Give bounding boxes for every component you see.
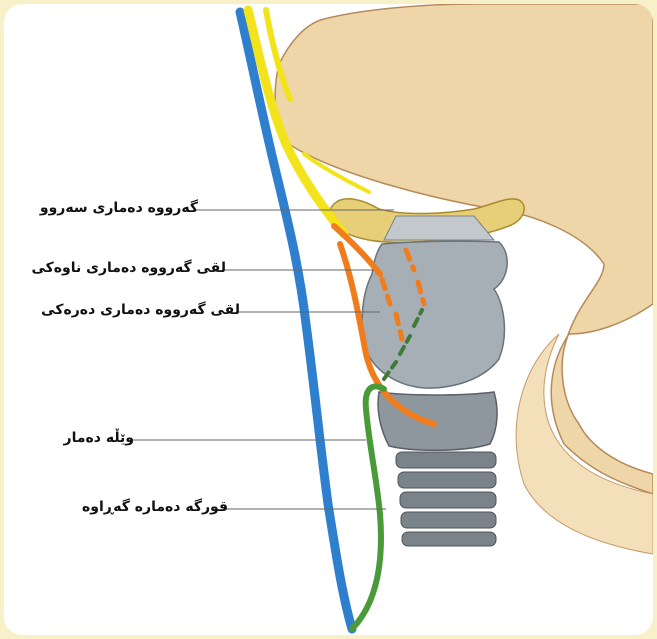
thyroid-membrane — [384, 216, 494, 240]
recurrent-laryngeal-nerve — [352, 386, 384, 629]
trachea — [396, 452, 496, 546]
label-recurrent-laryngeal-nerve: قورگە دەمارە گەڕاوە — [44, 499, 228, 515]
label-external-branch: لقی گەرووە دەماری دەرەکی — [18, 302, 240, 318]
label-superior-laryngeal-nerve: گەرووە دەماری سەروو — [22, 200, 198, 216]
label-vagus-nerve: وێڵە دەمار — [34, 430, 134, 446]
thyroid-cartilage — [362, 241, 507, 388]
larynx-nerve-illustration — [4, 4, 653, 635]
label-internal-branch: لقی گەرووە دەماری ناوەکی — [18, 260, 226, 276]
leader-lines — [130, 210, 394, 509]
illustration-frame: گەرووە دەماری سەروو لقی گەرووە دەماری نا… — [4, 4, 653, 635]
